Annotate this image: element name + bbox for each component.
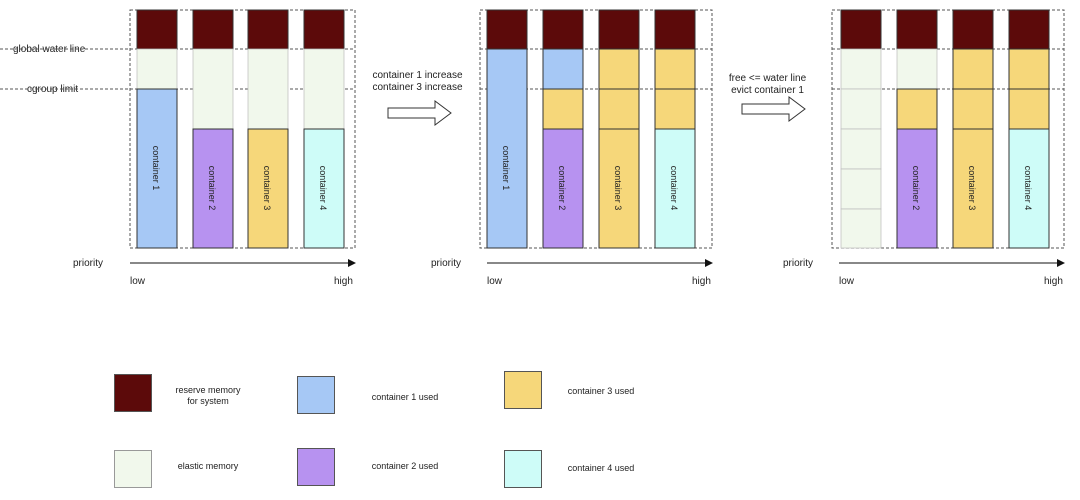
reserve-block	[598, 9, 640, 50]
legend-label-container1: container 1 used	[371, 392, 439, 402]
reserve-block	[192, 9, 234, 50]
elastic-block	[840, 208, 882, 249]
container-3-bar-part	[952, 48, 994, 90]
legend-swatch-container2	[297, 448, 335, 486]
transition-arrow-2	[741, 96, 806, 122]
legend-label-container3: container 3 used	[567, 386, 635, 396]
container-2-bar	[896, 128, 938, 249]
container-3-bar-part	[896, 88, 938, 130]
elastic-block	[303, 48, 345, 130]
reserve-block	[1008, 9, 1050, 50]
container-2-label: container 2	[207, 166, 217, 211]
elastic-block	[840, 168, 882, 210]
high-label-1: high	[334, 276, 353, 287]
legend-swatch-elastic	[114, 450, 152, 488]
reserve-block	[654, 9, 696, 50]
elastic-block	[136, 48, 178, 90]
panel-1-frame	[129, 9, 356, 249]
container-4-label: container 4	[318, 166, 328, 211]
container-4-label: container 4	[1023, 166, 1033, 211]
container-4-label: container 4	[669, 166, 679, 211]
transition-2-text: free <= water line evict container 1	[720, 73, 815, 97]
legend-label-elastic: elastic memory	[177, 461, 239, 471]
container-3-bar-part	[952, 88, 994, 130]
panel-3-frame	[831, 9, 1065, 249]
reserve-block	[952, 9, 994, 50]
container-3-bar	[598, 128, 640, 249]
reserve-block	[840, 9, 882, 50]
panel-3: container 2 container 3 container 4	[831, 9, 1065, 267]
container-3-label: container 3	[967, 166, 977, 211]
container-1-label: container 1	[501, 146, 511, 191]
transition-1-line2: container 3 increase	[372, 82, 463, 93]
container-3-bar-part	[542, 88, 584, 130]
container-3-bar-part	[598, 48, 640, 90]
container-3-label: container 3	[262, 166, 272, 211]
transition-1-text: container 1 increase container 3 increas…	[365, 70, 470, 94]
legend-label-container2: container 2 used	[371, 461, 439, 471]
priority-axis-label-1: priority	[73, 258, 104, 269]
legend-swatch-container4	[504, 450, 542, 488]
priority-axis-label-2: priority	[431, 258, 462, 269]
container-2-bar	[192, 128, 234, 249]
transition-arrow-1	[387, 100, 452, 126]
container-3-bar-part	[654, 48, 696, 90]
panel-2: container 1 container 2 container 3 cont…	[479, 9, 713, 267]
low-label-1: low	[130, 276, 146, 287]
high-label-3: high	[1044, 276, 1063, 287]
transition-2-line2: evict container 1	[731, 85, 804, 96]
transition-1-line1: container 1 increase	[372, 70, 463, 81]
high-label-2: high	[692, 276, 711, 287]
container-2-label: container 2	[911, 166, 921, 211]
legend-swatch-container3	[504, 371, 542, 409]
reserve-block	[486, 9, 528, 50]
reserve-block	[136, 9, 178, 50]
reserve-block	[896, 9, 938, 50]
elastic-block	[840, 48, 882, 90]
global-water-line-label: global water line	[13, 44, 86, 55]
legend-label-reserve: reserve memory for system	[175, 385, 241, 406]
low-label-3: low	[839, 276, 855, 287]
elastic-block	[247, 48, 289, 130]
container-1-label: container 1	[151, 146, 161, 191]
elastic-block	[192, 48, 234, 130]
container-3-bar-part	[1008, 48, 1050, 90]
reserve-block	[542, 9, 584, 50]
container-3-bar	[952, 128, 994, 249]
container-3-bar	[247, 128, 289, 249]
container-4-bar	[654, 128, 696, 249]
elastic-block	[896, 48, 938, 90]
transition-2-line1: free <= water line	[728, 73, 807, 84]
legend-label-container4: container 4 used	[567, 463, 635, 473]
container-1-bar-part	[542, 48, 584, 90]
container-2-bar	[542, 128, 584, 249]
legend-swatch-reserve	[114, 374, 152, 412]
elastic-block	[840, 88, 882, 130]
elastic-block	[840, 128, 882, 170]
legend-swatch-container1	[297, 376, 335, 414]
reserve-block	[247, 9, 289, 50]
panel-1: container 1 container 2 container 3 cont…	[129, 9, 356, 267]
container-3-bar-part	[598, 88, 640, 130]
priority-axis-label-3: priority	[783, 258, 814, 269]
reserve-block	[303, 9, 345, 50]
container-1-bar	[136, 88, 178, 249]
container-4-bar	[303, 128, 345, 249]
container-3-bar-part	[1008, 88, 1050, 130]
low-label-2: low	[487, 276, 503, 287]
container-2-label: container 2	[557, 166, 567, 211]
container-1-bar	[486, 48, 528, 249]
container-4-bar	[1008, 128, 1050, 249]
panel-2-frame	[479, 9, 713, 249]
container-3-label: container 3	[613, 166, 623, 211]
container-3-bar-part	[654, 88, 696, 130]
